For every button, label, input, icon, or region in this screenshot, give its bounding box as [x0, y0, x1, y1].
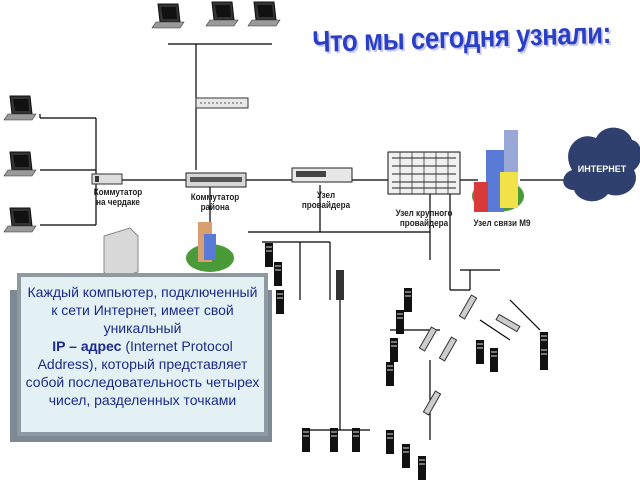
- big-provider-rack-icon: [387, 151, 461, 195]
- info-panel: Каждый компьютер, подключенный к сети Ин…: [17, 273, 268, 436]
- attic-switch-icon: [91, 173, 123, 185]
- label-internet: ИНТЕРНЕТ: [577, 164, 627, 174]
- server-tower-icon: [103, 227, 139, 281]
- district-switch-icon: [185, 172, 247, 188]
- info-ip-term: IP – адрес: [52, 338, 122, 354]
- district-building-icon: [186, 222, 234, 272]
- label-m9-node: Узел связи М9: [473, 218, 531, 228]
- provider-node-icon: [291, 167, 353, 183]
- info-text-2: (Internet Protocol Address), который пре…: [25, 338, 260, 408]
- internet-cloud-icon: [563, 127, 640, 202]
- top-switch-icon: [195, 97, 249, 109]
- m9-building-icon: [472, 130, 524, 212]
- info-text-1: Каждый компьютер, подключенный к сети Ин…: [27, 284, 258, 336]
- page-title: Что мы сегодня узнали:: [312, 16, 612, 59]
